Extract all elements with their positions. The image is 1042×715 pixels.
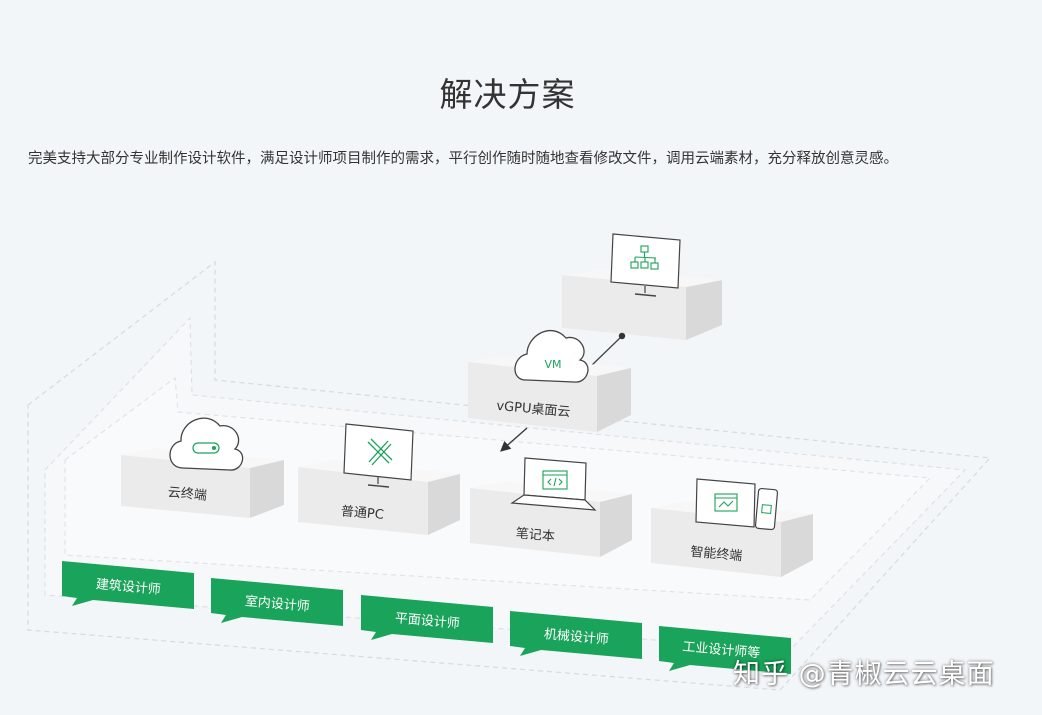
laptop-label: 笔记本 (515, 525, 555, 544)
category-tag-2: 平面设计师 (361, 595, 493, 643)
category-label: 工业设计师等 (682, 639, 761, 662)
pc-monitor (343, 423, 414, 488)
category-tag-1: 室内设计师 (211, 578, 343, 626)
tablet-icon (695, 478, 756, 528)
vm-cloud-icon: VM (514, 329, 589, 383)
floor-outer (27, 260, 992, 691)
watermark: 知乎 @青椒云云桌面 (733, 659, 995, 690)
flowchart-icon (630, 245, 659, 270)
server-monitor (610, 233, 681, 297)
smart-terminal-label: 智能终端 (690, 544, 743, 564)
server-vm-connector (589, 335, 623, 368)
connector-dot (618, 332, 626, 340)
cloud-terminal-label: 云终端 (167, 484, 207, 503)
vm-text: VM (544, 358, 561, 371)
category-tag-3: 机械设计师 (510, 611, 642, 659)
category-tag-0: 建筑设计师 (62, 561, 194, 609)
page-title: 解决方案 (439, 75, 576, 114)
category-label: 室内设计师 (244, 593, 310, 615)
vgpu-arrow (500, 427, 528, 452)
category-label: 机械设计师 (543, 627, 609, 648)
category-tag-4: 工业设计师等 (659, 626, 791, 674)
chart-icon (714, 493, 738, 512)
cloud-drive-icon (169, 417, 244, 471)
laptop-icon (510, 457, 597, 511)
pc-label: 普通PC (340, 504, 384, 523)
code-icon (542, 470, 568, 490)
page-description: 完美支持大部分专业制作设计软件，满足设计师项目制作的需求，平行创作随时随地查看修… (28, 151, 898, 167)
design-tools-icon (367, 438, 393, 466)
vgpu-label: vGPU桌面云 (496, 399, 571, 420)
category-label: 平面设计师 (394, 611, 460, 632)
category-label: 建筑设计师 (95, 576, 161, 598)
phone-icon (754, 487, 779, 531)
